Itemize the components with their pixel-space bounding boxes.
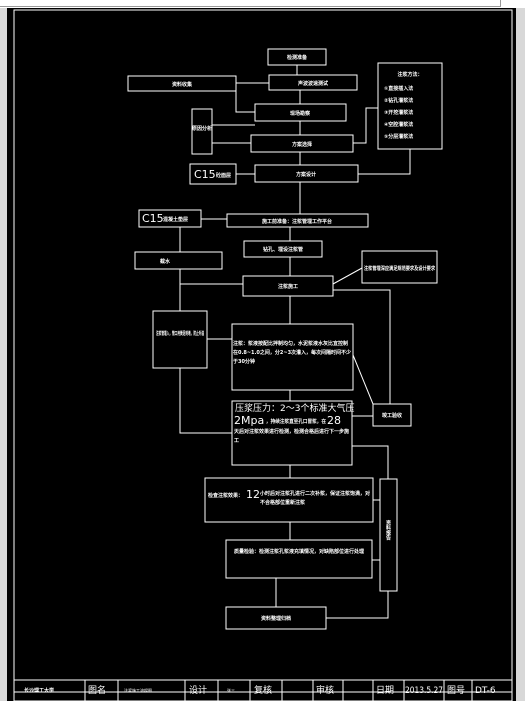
node-grouting-construction xyxy=(242,275,334,297)
node-quality-check-label: 质量检验：检测注浆孔浆液充填情况，对缺陷部位进行处理 xyxy=(233,549,364,555)
tb-drawn-label: 复核 xyxy=(254,684,272,696)
node-c15-surface-grade: C15 xyxy=(194,168,216,181)
node-pressure-28: 28 xyxy=(327,414,341,427)
method-item-4: ④空腔灌浆法 xyxy=(384,121,413,128)
tb-name: 注浆施工流程图 xyxy=(124,687,152,693)
node-grouting-methods-label: 注浆方法： xyxy=(397,71,422,78)
node-water-cut xyxy=(134,251,223,270)
tb-designer: 张三 xyxy=(227,687,235,693)
node-pressure-mpa: 2Mpa xyxy=(234,414,264,427)
node-check-effect-hours: 12 xyxy=(246,488,260,501)
tb-date-label: 日期 xyxy=(376,685,394,696)
drawing-frame xyxy=(13,9,513,693)
node-quality-check xyxy=(225,539,373,579)
edge-8 xyxy=(353,107,378,144)
method-item-5: ⑤分层灌浆法 xyxy=(384,133,413,140)
top-strip-cell xyxy=(440,0,501,7)
tb-sheet-label: 图号 xyxy=(447,685,465,696)
edge-28 xyxy=(352,445,389,479)
tb-school: 长沙理工大学 xyxy=(24,687,54,694)
node-grouting-detail-label: 注浆：浆液按配比拌制均匀，水泥浆液水灰比宜控制在0.8~1.0之间，分2~3次灌… xyxy=(233,341,352,365)
node-depth-requirement xyxy=(361,250,438,284)
node-completion-label: 竣工验收 xyxy=(382,412,402,419)
node-grouting-construction-label: 注浆施工 xyxy=(278,283,298,290)
window-right-edge xyxy=(516,0,525,701)
node-pre-construction xyxy=(226,213,369,228)
node-check-effect-tail: 小时后对注浆孔进行二次补浆，保证注浆饱满，对不合格部位重新注浆 xyxy=(260,491,371,506)
node-grouting-detail xyxy=(231,323,354,391)
node-cause-analysis-label: 原因分析 xyxy=(192,125,212,132)
node-archive-label: 资料整理归档 xyxy=(261,615,291,622)
edge-33 xyxy=(326,591,389,619)
node-check-effect xyxy=(204,477,374,523)
node-pressure xyxy=(231,400,353,466)
method-item-2: ②钻孔灌浆法 xyxy=(384,97,413,104)
node-wave-test-label: 声波波速测试 xyxy=(297,80,328,87)
node-plan-selection-label: 方案选择 xyxy=(292,141,313,148)
node-completion xyxy=(372,403,412,427)
top-strip-cell xyxy=(260,0,301,7)
node-plan-design-label: 方案设计 xyxy=(296,171,316,178)
node-pressure-fo: 天后对注浆效果进行检测，检测合格后进行下一步施工 xyxy=(234,429,350,444)
top-strip-cell xyxy=(40,0,91,7)
connectors xyxy=(179,65,411,619)
edge-25 xyxy=(179,368,232,434)
top-strip-cell xyxy=(0,0,41,7)
node-drilling-label: 钻孔、埋设注浆管 xyxy=(263,246,303,253)
top-strip-cell xyxy=(380,0,441,7)
node-water-cut-label: 截水 xyxy=(160,258,171,265)
node-pressure-tail: 天后对注浆效果进行检测，检测合格后进行下一步施工 xyxy=(234,429,350,444)
node-data-collection-label: 资料收集 xyxy=(172,81,193,88)
node-site-survey-label: 现场勘察 xyxy=(290,110,311,117)
node-depth-requirement-label: 注浆管埋深应满足规范要求及设计要求 xyxy=(364,265,436,272)
node-grouting-detail-fo: 注浆：浆液按配比拌制均匀，水泥浆液水灰比宜控制在0.8~1.0之间，分2~3次灌… xyxy=(233,341,352,365)
tb-name-label: 图名 xyxy=(88,684,106,696)
top-strip-cell xyxy=(100,0,191,7)
node-grouting-methods xyxy=(377,62,443,150)
node-pressure-label: 压浆压力：2～3个标准大气压 xyxy=(235,402,354,414)
top-strip-cell xyxy=(220,0,261,7)
edge-3 xyxy=(235,91,255,113)
node-cause-analysis xyxy=(191,108,213,155)
window-left-edge xyxy=(0,0,7,701)
edge-22 xyxy=(333,289,391,404)
node-report-label: 资料报告 xyxy=(385,519,391,541)
top-strip-cell xyxy=(190,0,221,7)
node-pressure-mid: ，持续注浆直至孔口冒浆，在 xyxy=(266,418,326,425)
edge-23 xyxy=(352,354,374,405)
node-check-effect-label: 检查注浆效果： xyxy=(208,492,243,499)
node-detection-prep-label: 检测准备 xyxy=(287,54,308,61)
edge-17 xyxy=(179,269,243,285)
tb-sheet-no: DT-6 xyxy=(475,686,496,696)
node-pre-construction-label: 施工前准备：注浆管埋工作平台 xyxy=(261,218,332,225)
tb-date: 2013.5.27 xyxy=(405,686,443,696)
window-top-strip xyxy=(0,0,525,8)
method-item-3: ③开挖灌浆法 xyxy=(384,109,413,116)
node-drilling xyxy=(243,240,323,258)
node-pipe-insertion-label: 注浆管埋入，管口用黄泥封堵，防止外溢 xyxy=(156,330,204,337)
node-check-effect-fo: 小时后对注浆孔进行二次补浆，保证注浆饱满，对不合格部位重新注浆 xyxy=(260,491,371,506)
title-block: 长沙理工大学 图名 注浆施工流程图 设计 张三 复核 审核 日期 2013.5.… xyxy=(13,679,513,702)
node-c15-cushion-label: 混凝土垫层 xyxy=(163,216,188,223)
method-item-1: ①直接插入法 xyxy=(384,85,413,92)
node-pipe-insertion xyxy=(152,310,208,369)
edge-11 xyxy=(358,149,411,175)
node-c15-cushion-grade: C15 xyxy=(142,212,164,225)
top-strip-cell xyxy=(300,0,381,7)
edge-19 xyxy=(332,267,363,285)
tb-review-label: 审核 xyxy=(316,684,334,696)
node-quality-check-fo: 质量检验：检测注浆孔浆液充填情况，对缺陷部位进行处理 xyxy=(233,549,364,555)
node-c15-surface-label: 砼面层 xyxy=(216,172,231,179)
tb-design-label: 设计 xyxy=(189,684,207,696)
